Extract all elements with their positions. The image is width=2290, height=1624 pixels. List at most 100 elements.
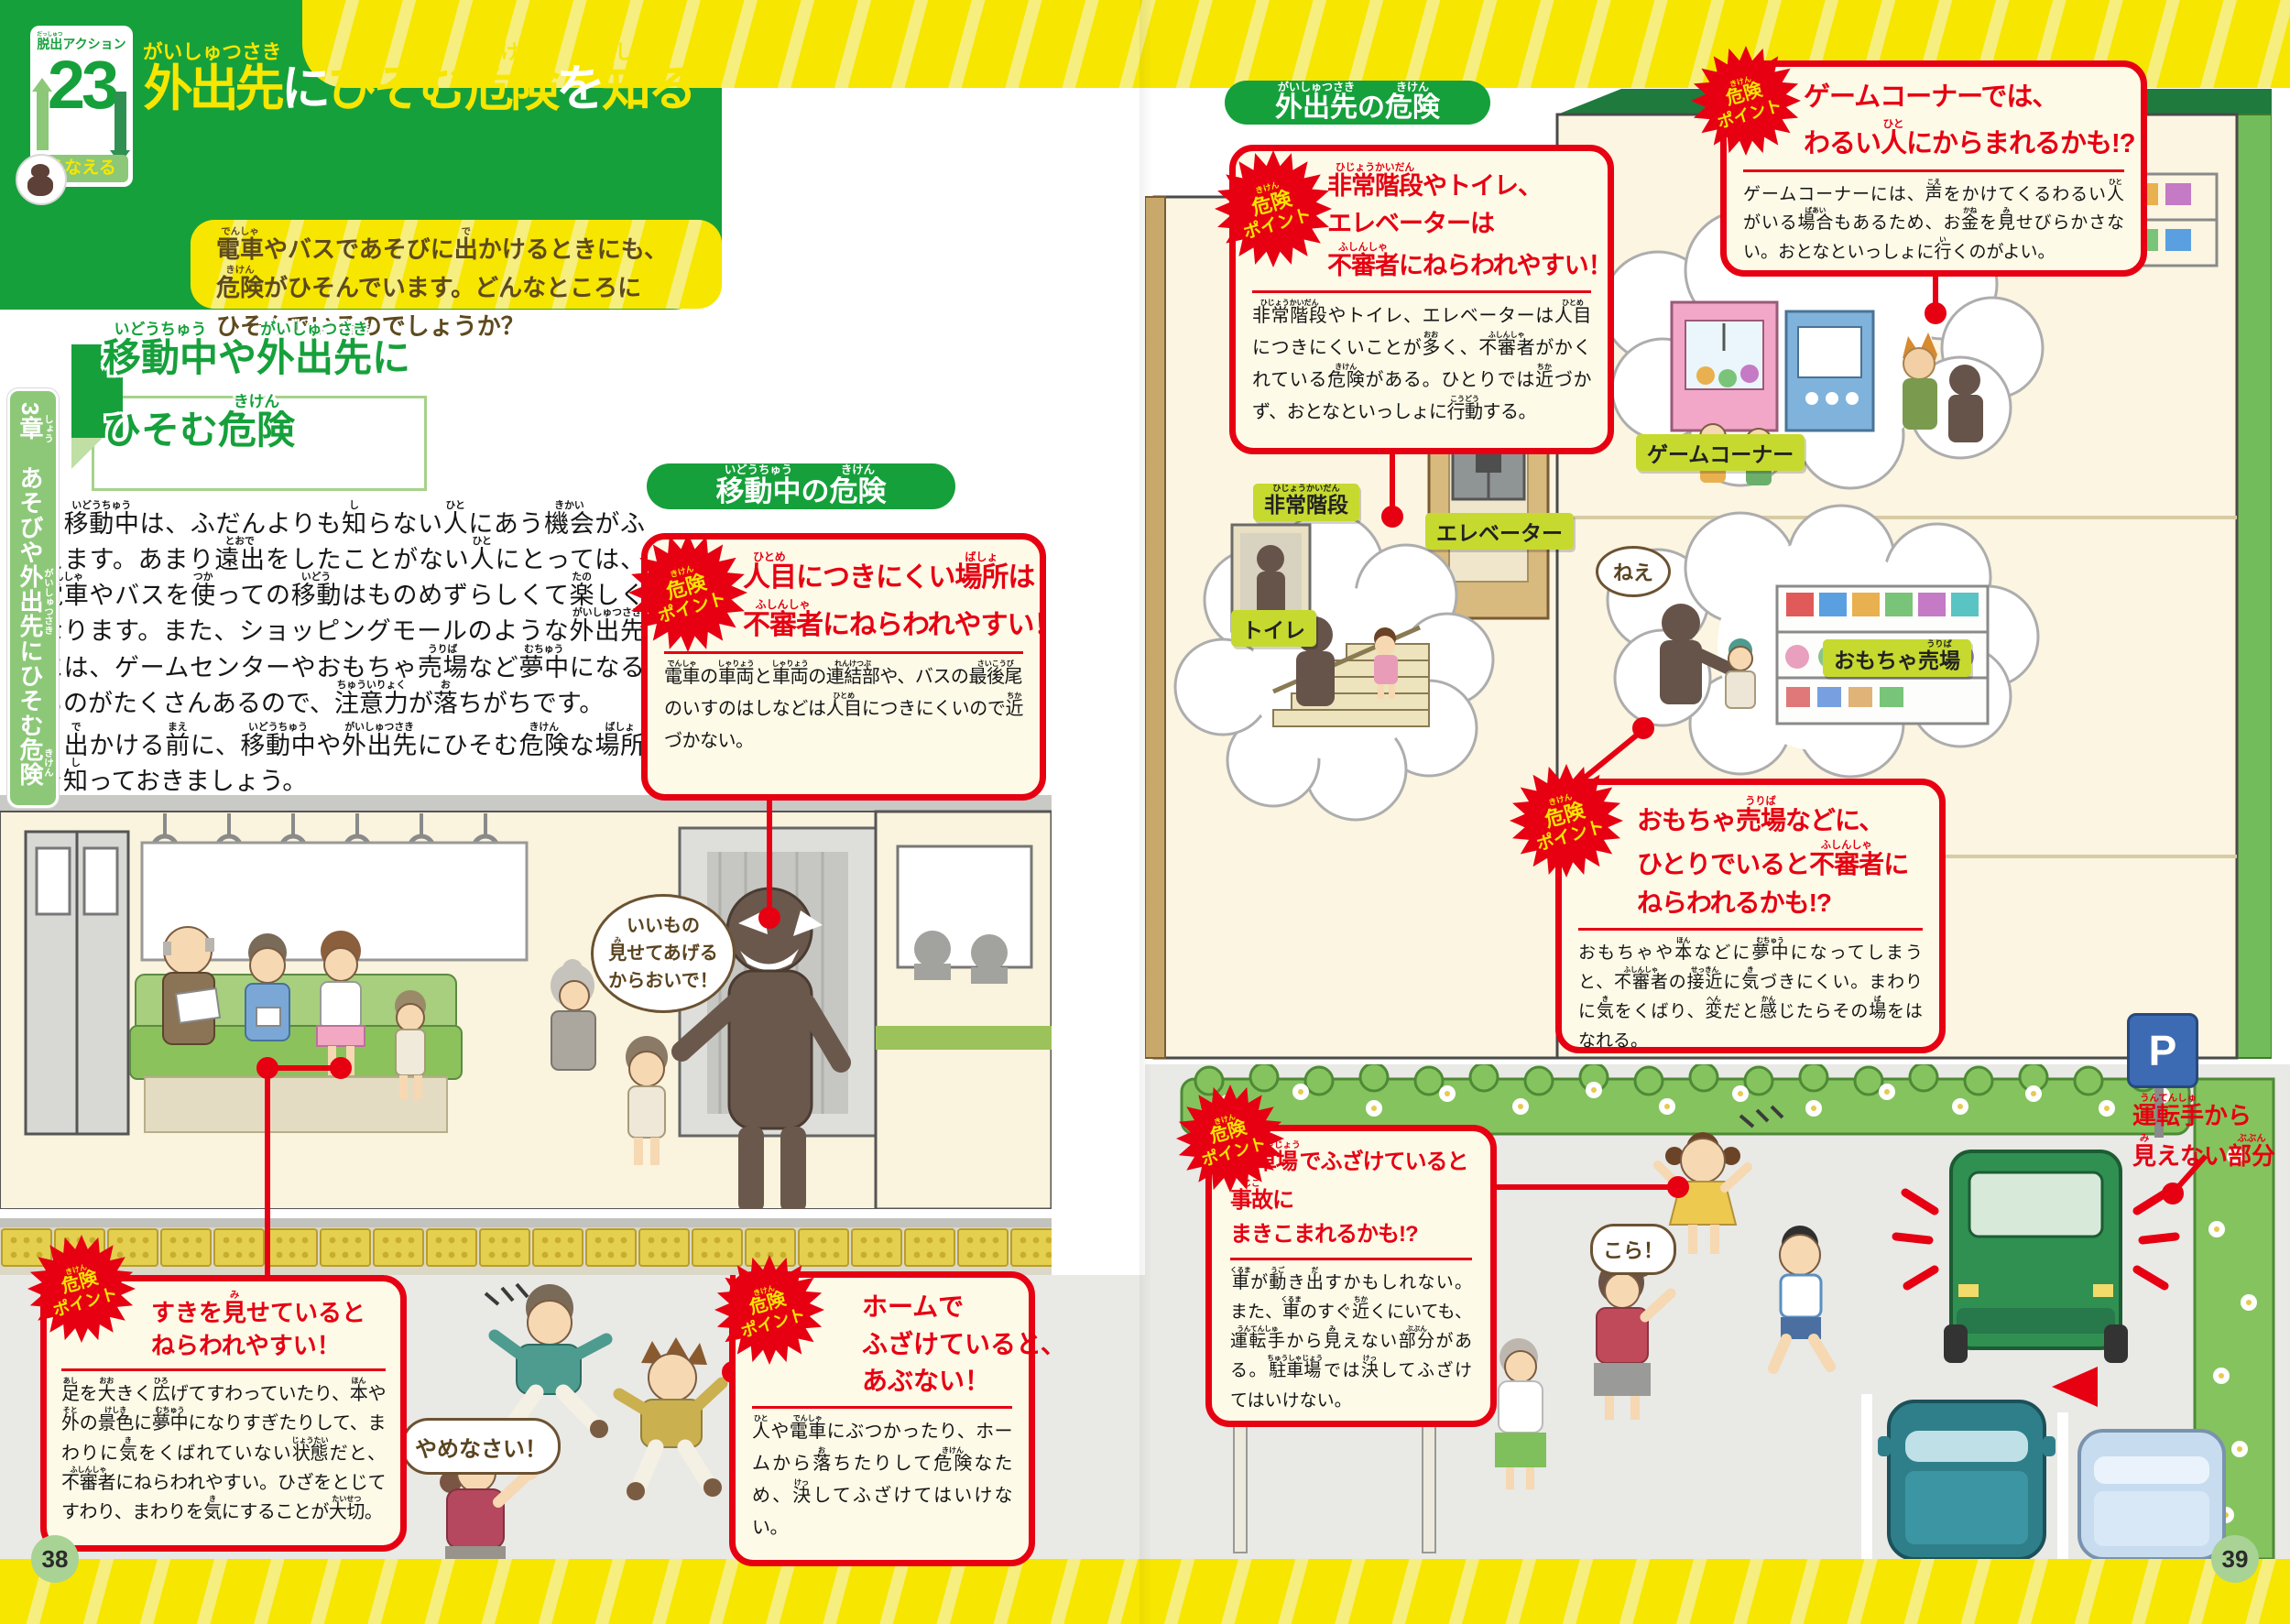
section-heading-line2: ひそむ危険きけん	[103, 393, 296, 452]
danger-callout-toy-department: おもちゃ売場うりばなどに、 ひとりでいると不審者ふしんしゃに ねらわれるかも!?…	[1555, 779, 1946, 1053]
danger-title-line: 不審者ふしんしゃにねらわれやすい！	[743, 598, 1062, 640]
title-part: 外出先がいしゅつさき	[143, 40, 285, 116]
label-toilet: トイレ	[1231, 610, 1316, 647]
danger-point-badge: 危険きけんポイント	[1691, 46, 1801, 156]
signboard-leg	[1422, 1416, 1436, 1553]
badge-series-label: 脱出だっしゅつアクション	[37, 32, 126, 51]
intro-text-bar: 電車でんしゃやバスであそびに出でかけるときにも、危険きけんがひそんでいます。どん…	[191, 220, 722, 340]
danger-point-badge: 危険きけんポイント	[1176, 1084, 1284, 1193]
train-car-doors	[24, 830, 130, 1136]
danger-point-label: 危険きけんポイント	[656, 561, 729, 627]
label-emergency-stairs: 非常階段ひじょうかいだん	[1253, 484, 1359, 521]
tab-danger-while-moving: 移動中いどうちゅうの危険きけん	[647, 463, 955, 509]
danger-title-line: 事故じこに	[1230, 1179, 1294, 1214]
paragraph-1: 移動中いどうちゅうは、ふだんよりも知しらない人ひとにあう機会きかいがふえます。あ…	[38, 500, 646, 717]
tactile-paving	[0, 1227, 1052, 1275]
running-boy-teal	[488, 1284, 613, 1444]
danger-point-badge: 危険きけんポイント	[714, 1255, 824, 1365]
intro-paragraphs: 移動中いどうちゅうは、ふだんよりも知しらない人ひとにあう機会きかいがふえます。あ…	[38, 500, 645, 800]
lured-child	[626, 1036, 668, 1165]
suspicious-figure	[671, 887, 851, 1213]
scolding-mother-parking	[1594, 1259, 1676, 1420]
intro-line-1: 電車でんしゃやバスであそびに出でかけるときにも、危険きけんがひそんでいます。どん…	[216, 227, 669, 302]
danger-point-label: 危険きけんポイント	[1534, 790, 1608, 856]
scold-speech-text: やめなさい！	[415, 1436, 547, 1462]
danger-body-text: 電車でんしゃの車両しゃりょうと車両しゃりょうの連結部れんけつぶや、バスの最後尾さ…	[664, 659, 1024, 751]
intro-line-2: ひそんでいるのでしょうか？	[216, 312, 525, 341]
parked-teal-car	[1878, 1400, 2056, 1559]
lure-speech-text: いいもの見みせてあげるからおいで！	[608, 916, 718, 991]
heading-green-block	[71, 344, 123, 438]
section-heading-line1: 移動中いどうちゅうや外出先がいしゅつさきに	[103, 321, 411, 379]
danger-body-text: 人ひとや電車でんしゃにぶつかったり、ホームから落おちたりして危険きけんなため、決…	[752, 1413, 1013, 1538]
kora-speech-bubble: こら！	[1590, 1224, 1676, 1275]
running-boy-yellow	[613, 1337, 728, 1500]
label-elevator: エレベーター	[1425, 513, 1574, 550]
danger-title-line: わるい人ひとにからまれるかも!?	[1804, 117, 2135, 158]
danger-title-line: 不審者ふしんしゃにねらわれやすい！	[1327, 242, 1613, 279]
divider	[664, 651, 1023, 654]
danger-body-text: ゲームコーナーには、声こえをかけてくるわるい人ひとがいる場合ばあいもあるため、お…	[1743, 178, 2124, 262]
standing-child	[395, 990, 426, 1099]
danger-title-line: ひとりでいると不審者ふしんしゃに	[1637, 840, 1909, 878]
next-train-car	[874, 810, 1052, 1211]
hedge-vertical	[2193, 1077, 2275, 1559]
chapter-sidebar-tab: 3章しょう あそびや外出先がいしゅつさきにひそむ危険きけん	[7, 388, 59, 808]
hedge-horizontal	[1180, 1064, 2191, 1136]
seated-boy	[245, 933, 290, 1041]
danger-title-line: すきを見みせていると	[151, 1291, 366, 1326]
danger-title-line: ねらわれるかも!?	[1637, 888, 1832, 917]
bottom-striped-band	[0, 1559, 2290, 1624]
seated-elderly-lady	[551, 959, 596, 1071]
tab-danger-at-destination: 外出先がいしゅつさきの危険きけん	[1225, 81, 1490, 125]
danger-point-label: 危険きけんポイント	[1715, 72, 1784, 133]
title-part: 知しる	[601, 40, 697, 116]
danger-title-line: ホームで	[862, 1292, 965, 1321]
page-title: 外出先がいしゅつさきにひそむ危険きけんを知しる	[143, 40, 697, 120]
danger-point-label: 危険きけんポイント	[738, 1281, 808, 1342]
lure-speech-bubble: いいもの見みせてあげるからおいで！	[591, 894, 736, 1013]
danger-title-line: ふざけていると、	[862, 1329, 1066, 1358]
up-arrow-icon	[32, 78, 52, 150]
danger-point-label: 危険きけんポイント	[50, 1260, 120, 1321]
danger-point-badge: 危険きけんポイント	[628, 533, 747, 652]
building-pillar	[1145, 196, 1166, 1059]
section-heading: 移動中いどうちゅうや外出先がいしゅつさきに ひそむ危険きけん	[103, 321, 410, 451]
page-number-left: 38	[31, 1535, 79, 1583]
danger-title-line: おもちゃ売場うりばなどに、	[1637, 796, 1884, 834]
title-part: を	[555, 61, 605, 116]
divider	[1230, 1257, 1472, 1260]
warning-marks	[1892, 1188, 2180, 1291]
divider	[1252, 289, 1591, 293]
title-part: に	[280, 61, 331, 116]
nee-speech-text: ねえ	[1612, 561, 1653, 584]
train-interior-illustration	[0, 795, 1052, 1275]
danger-point-badge: 危険きけんポイント	[27, 1235, 136, 1343]
down-arrow-icon	[110, 92, 130, 164]
divider	[1743, 169, 2124, 172]
danger-title-line: あぶない！	[862, 1367, 991, 1396]
divider	[61, 1368, 386, 1371]
driver-blindspot-line1: 運転手うんてんしゅから	[2132, 1094, 2252, 1129]
heading-corner-triangle	[71, 438, 103, 469]
danger-title-line: 非常階段ひじょうかいだんやトイレ、	[1327, 162, 1543, 200]
nee-speech-bubble: ねえ	[1596, 546, 1671, 597]
scold-speech-bubble: やめなさい！	[401, 1418, 561, 1475]
label-toy-department: おもちゃ売場うりば	[1823, 639, 1971, 677]
danger-title-line: エレベーターは	[1327, 209, 1495, 237]
parking-lines	[1861, 1394, 2068, 1559]
kora-speech-text: こら！	[1602, 1239, 1663, 1262]
title-part: ひそむ危険きけん	[326, 40, 560, 116]
seated-man	[162, 926, 222, 1045]
danger-body-text: 非常階段ひじょうかいだんやトイレ、エレベーターは人目ひとめにつきにくいことが多お…	[1252, 298, 1592, 422]
mascot-icon	[16, 154, 67, 205]
divider	[1578, 928, 1923, 931]
parking-sign-pole	[2154, 1083, 2164, 1138]
building-side-wall	[2236, 114, 2272, 1059]
danger-body-text: おもちゃや本ほんなどに夢中むちゅうになってしまうと、不審者ふしんしゃの接近せっき…	[1578, 936, 1923, 1051]
tab-label: 外出先がいしゅつさきの危険きけん	[1275, 81, 1440, 123]
danger-title-line: ゲームコーナーでは、	[1804, 82, 2058, 112]
game-corner-bubble	[1601, 204, 2045, 490]
reverse-arrow	[2052, 1367, 2098, 1407]
